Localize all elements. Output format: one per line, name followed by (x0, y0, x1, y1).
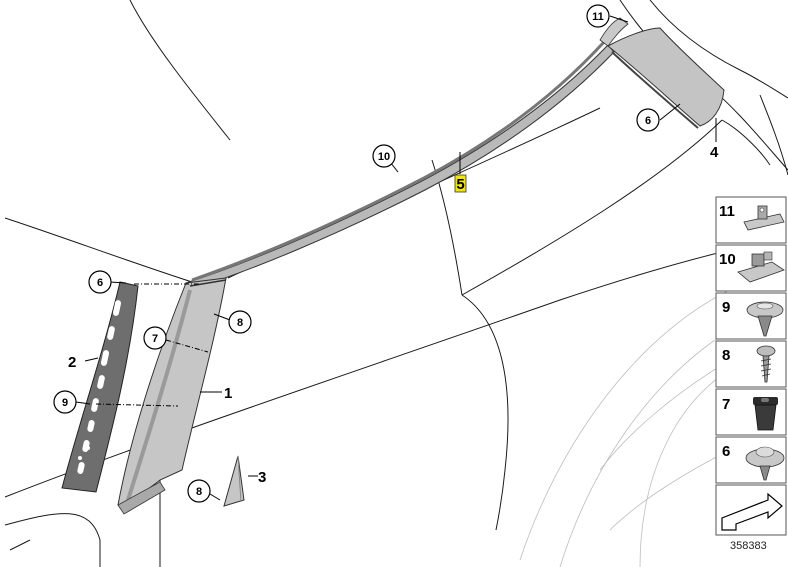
svg-text:6: 6 (645, 115, 651, 127)
pillar-trim-part-1 (117, 277, 227, 515)
legend-row-9[interactable]: 9 (715, 292, 787, 340)
roof-trim-strip (185, 17, 629, 291)
legend-row-10[interactable]: 10 (715, 244, 787, 292)
diagram-reference-number: 358383 (730, 540, 767, 552)
svg-text:9: 9 (62, 397, 68, 409)
direction-arrow-icon (721, 492, 783, 531)
legend-row-6[interactable]: 6 (715, 436, 787, 484)
svg-text:11: 11 (719, 203, 735, 220)
label-part-2[interactable]: 2 (68, 354, 76, 371)
legend-row-7[interactable]: 7 (715, 388, 787, 436)
push-clip-icon (745, 446, 785, 481)
callout-11[interactable]: 11 (586, 4, 610, 28)
svg-text:10: 10 (378, 151, 390, 163)
leader-lines (75, 15, 717, 501)
clamp-icon (737, 251, 785, 283)
expanding-rivet-icon (746, 301, 784, 337)
svg-text:11: 11 (592, 11, 604, 23)
callout-8-small[interactable]: 8 (187, 479, 211, 503)
rear-pillar-trim (607, 27, 725, 129)
svg-text:10: 10 (719, 251, 736, 268)
svg-text:7: 7 (722, 396, 730, 413)
screw-icon (756, 345, 776, 383)
svg-text:9: 9 (722, 299, 730, 316)
label-part-3[interactable]: 3 (258, 469, 266, 486)
grommet-icon (753, 397, 778, 431)
svg-text:6: 6 (722, 443, 730, 460)
callout-6-left[interactable]: 6 (88, 270, 112, 294)
svg-text:8: 8 (722, 347, 730, 364)
svg-text:5: 5 (456, 176, 464, 193)
label-part-4[interactable]: 4 (710, 144, 719, 161)
label-part-5[interactable]: 5 (454, 174, 467, 193)
callout-7[interactable]: 7 (143, 326, 167, 350)
svg-text:8: 8 (237, 317, 243, 329)
callout-9[interactable]: 9 (53, 390, 77, 414)
legend-row-11[interactable]: 11 (715, 196, 787, 244)
svg-text:8: 8 (196, 486, 202, 498)
svg-text:7: 7 (152, 333, 158, 345)
triangle-cover-part-3 (223, 455, 245, 507)
legend-row-8[interactable]: 8 (715, 340, 787, 388)
svg-text:6: 6 (97, 277, 103, 289)
parts-legend: 11 10 9 (715, 196, 787, 536)
legend-arrow-box (715, 484, 787, 536)
clip-icon (743, 205, 785, 231)
car-body-outline (4, 0, 788, 567)
callout-10[interactable]: 10 (372, 144, 396, 168)
callout-8-pillar[interactable]: 8 (228, 310, 252, 334)
label-part-1[interactable]: 1 (224, 385, 232, 402)
callout-6-top[interactable]: 6 (636, 108, 660, 132)
bracket-part-2 (61, 281, 139, 493)
